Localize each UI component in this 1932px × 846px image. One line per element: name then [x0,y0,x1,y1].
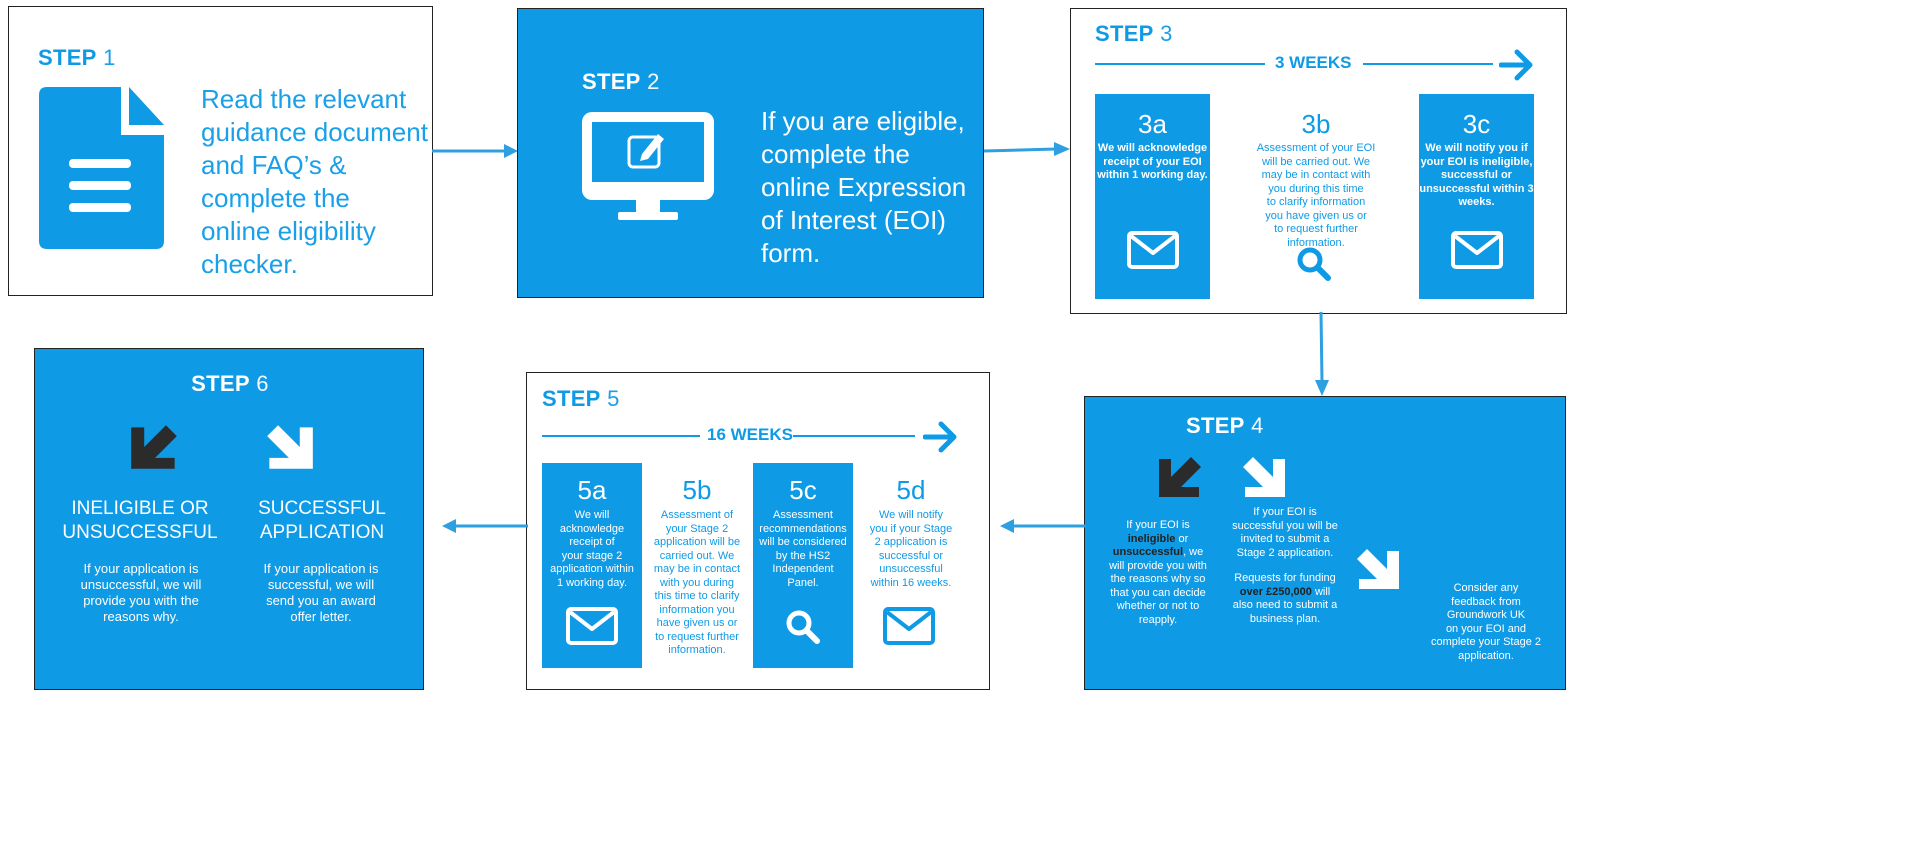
arrow-left-icon [442,519,528,533]
step5-heading: STEP 5 [542,386,620,411]
step3b-label: 3b [1301,109,1331,139]
step3-heading: STEP 3 [1095,21,1173,46]
arrow-right-icon [1499,49,1533,81]
envelope-icon [1127,231,1179,269]
arrow-left-icon [1000,519,1086,533]
step5c-label: 5c [789,475,817,505]
step3c-label: 3c [1462,109,1491,139]
step2-heading: STEP 2 [582,69,660,94]
step3a-label: 3a [1138,109,1167,139]
step5d-label: 5d [896,475,926,505]
step6-heading: STEP 6 [191,371,269,396]
arrow-down-right-icon [1243,457,1285,497]
step5b-label: 5b [682,475,712,505]
step1-heading: STEP 1 [38,45,116,70]
arrow-down-icon [1315,312,1329,396]
step5a-box [542,463,642,668]
step5-duration: 16 WEEKS [707,425,793,444]
arrow-right-icon [923,421,957,453]
step3a-box [1095,94,1210,299]
envelope-icon [566,607,618,645]
arrow-down-left-icon [131,425,177,469]
monitor-edit-icon [582,112,714,220]
arrow-down-right-icon [1357,549,1399,589]
step4-heading: STEP 4 [1186,413,1264,438]
step4-panel: STEP 4 If your EOI is ineligible or unsu… [1084,396,1566,690]
step3c-box [1419,94,1534,299]
timeline-line [542,435,700,437]
arrow-down-right-icon [267,425,313,469]
timeline-line [1095,63,1265,65]
search-icon [786,610,820,644]
step3-duration: 3 WEEKS [1275,53,1352,72]
timeline-line [1363,63,1493,65]
document-icon [39,87,164,249]
envelope-icon [883,607,935,645]
step4-left-text: If your EOI is ineligible or unsuccessfu… [1109,519,1207,626]
arrow-right-icon [984,142,1070,156]
envelope-icon [1451,231,1503,269]
step5a-label: 5a [577,475,607,505]
arrow-right-icon [432,144,518,158]
timeline-line [793,435,915,437]
arrow-down-left-icon [1159,457,1201,497]
search-icon [1297,247,1331,281]
